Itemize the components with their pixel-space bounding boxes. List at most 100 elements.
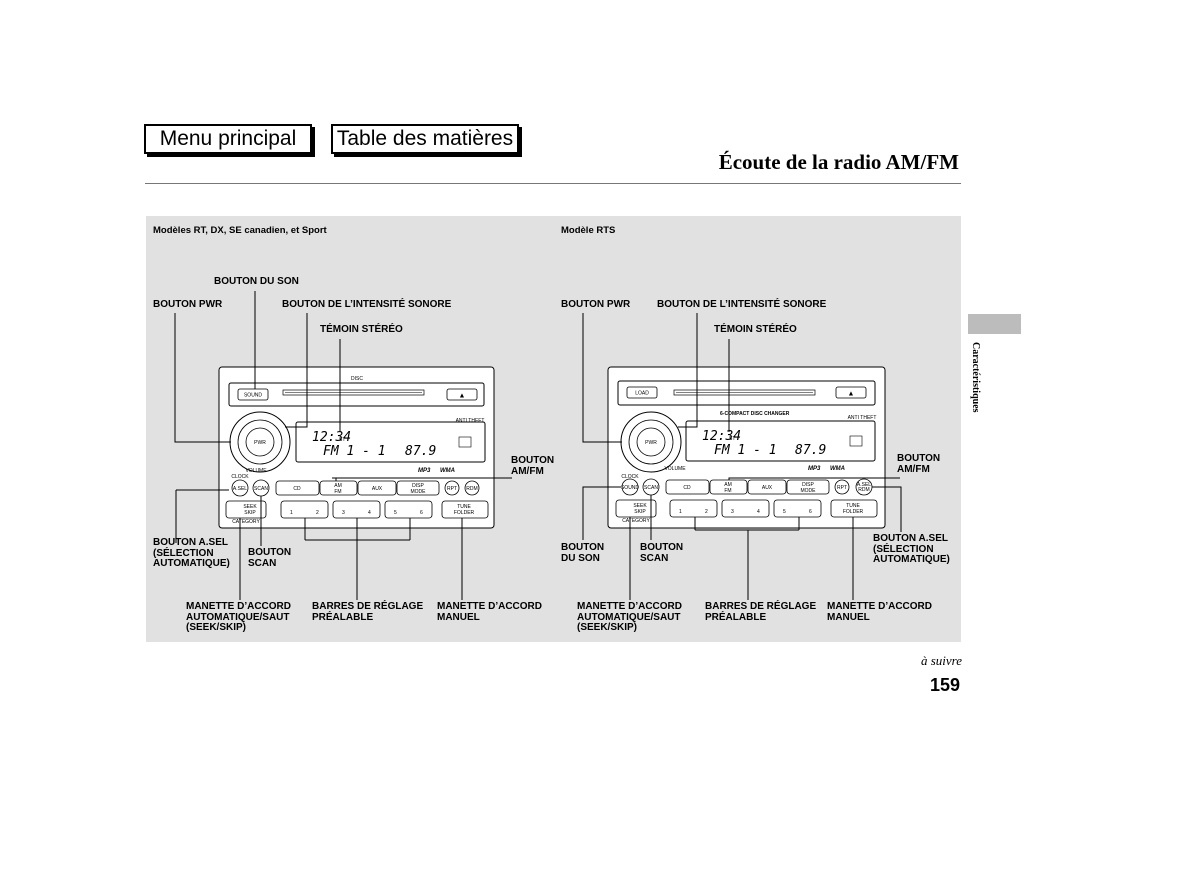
left-wma-logo: WMA [440,468,455,474]
left-disc-label: DISC [351,376,363,382]
table-of-contents-button[interactable]: Table des matières [331,124,519,154]
left-skip-label: SKIP [244,510,256,516]
right-category-label: CATEGORY [622,518,650,524]
right-rpt-button-label: RPT [837,485,847,491]
right-cd-button-label: CD [683,485,691,491]
continued-note: à suivre [920,653,962,668]
right-label-volume: BOUTON DE L’INTENSITÉ SONORE [657,299,827,310]
right-radio-unit: LOAD ▲ 6-COMPACT DISC CHANGER ANTI THEFT… [607,366,886,529]
left-fm-label: FM [334,489,341,495]
right-preset-2: 2 [705,509,708,515]
left-label-bouton-du-son: BOUTON DU SON [214,276,299,287]
left-eject-icon: ▲ [459,393,466,400]
left-display-clock: 12:34 [312,430,351,445]
left-am-label: AM [334,483,342,489]
right-eject-icon: ▲ [848,391,855,398]
left-radio-unit: SOUND DISC ▲ ANTI THEFT PWR VOLUME 12:34… [218,366,495,529]
right-preset-3: 3 [731,509,734,515]
right-display-frequency: 87.9 [795,443,826,458]
right-seek-label: SEEK [633,503,647,509]
right-label-seek: MANETTE D’ACCORD AUTOMATIQUE/SAUT (SEEK/… [577,601,682,633]
left-label-volume: BOUTON DE L’INTENSITÉ SONORE [282,299,452,310]
left-label-temoin-stereo: TÉMOIN STÉRÉO [320,324,403,335]
right-clock-label: CLOCK [621,474,639,480]
left-label-presets: BARRES DE RÉGLAGE PRÉALABLE [312,601,424,623]
right-sound-button-label: SOUND [621,485,639,491]
left-volume-label: VOLUME [245,468,267,474]
right-label-bouton-pwr: BOUTON PWR [561,299,631,310]
left-mode-label: MODE [411,489,427,495]
left-sound-button-label: SOUND [244,393,262,399]
right-display-st: ST [729,436,735,442]
left-rpt-button-label: RPT [447,486,457,492]
right-label-tune: MANETTE D’ACCORD MANUEL [827,601,932,623]
right-fm-label: FM [724,488,731,494]
left-label-bouton-amfm: BOUTON AM/FM [511,455,555,477]
page-number: 159 [929,675,960,695]
right-label-bouton-scan: BOUTON SCAN [640,542,684,564]
left-preset-2: 2 [316,510,319,516]
right-mode-label: MODE [801,488,817,494]
right-changer-label: 6-COMPACT DISC CHANGER [720,411,790,417]
right-disp-label: DISP [802,482,814,488]
right-rdm-button-label: RDM [858,487,869,493]
left-preset-3: 3 [342,510,345,516]
left-category-label: CATEGORY [232,519,260,525]
right-scan-button-label: SCAN [644,485,658,491]
left-cd-icon [458,436,472,448]
right-leader-lines [582,313,902,600]
left-preset-4: 4 [368,510,371,516]
left-preset-5: 5 [394,510,397,516]
right-anti-theft-label: ANTI THEFT [848,415,877,421]
left-clock-label: CLOCK [231,474,249,480]
left-display-st: ST [339,437,345,443]
left-asel-button-label: A.SEL [233,486,247,492]
right-preset-5: 5 [783,509,786,515]
left-leader-lines [174,291,512,600]
left-folder-label: FOLDER [454,510,475,516]
section-tab[interactable] [968,314,1021,334]
right-wma-logo: WMA [830,466,845,472]
right-label-bouton-amfm: BOUTON AM/FM [897,453,941,475]
left-label-seek: MANETTE D’ACCORD AUTOMATIQUE/SAUT (SEEK/… [186,601,291,633]
left-scan-button-label: SCAN [254,486,268,492]
left-figure-heading: Modèles RT, DX, SE canadien, et Sport [153,225,327,236]
main-menu-button[interactable]: Menu principal [144,124,312,154]
right-mp3-logo: MP3 [808,466,821,472]
right-folder-label: FOLDER [843,509,864,515]
left-seek-label: SEEK [243,504,257,510]
left-mp3-logo: MP3 [418,468,431,474]
left-tune-label: TUNE [457,504,471,510]
right-display-clock: 12:34 [702,429,741,444]
right-preset-1: 1 [679,509,682,515]
left-rdm-button-label: RDM [466,486,477,492]
right-label-presets: BARRES DE RÉGLAGE PRÉALABLE [705,601,817,623]
right-asel-button-label: A.SEL [857,482,871,488]
right-label-bouton-asel: BOUTON A.SEL (SÉLECTION AUTOMATIQUE) [873,533,950,565]
right-aux-button-label: AUX [762,485,773,491]
left-aux-button-label: AUX [372,486,383,492]
right-figure-heading: Modèle RTS [561,225,616,236]
left-label-tune: MANETTE D’ACCORD MANUEL [437,601,542,623]
right-preset-4: 4 [757,509,760,515]
right-am-label: AM [724,482,732,488]
right-skip-label: SKIP [634,509,646,515]
left-pwr-label: PWR [254,440,266,446]
left-label-bouton-pwr: BOUTON PWR [153,299,223,310]
left-display-band: FM 1 - 1 [323,444,386,459]
right-label-bouton-du-son: BOUTON DU SON [561,542,605,564]
right-tune-label: TUNE [846,503,860,509]
left-display-frequency: 87.9 [405,444,436,459]
left-preset-6: 6 [420,510,423,516]
page-title: Écoute de la radio AM/FM [718,150,959,174]
section-tab-label: Caractéristiques [970,342,981,413]
right-load-button-label: LOAD [635,391,649,397]
right-label-temoin-stereo: TÉMOIN STÉRÉO [714,324,797,335]
right-cd-icon [849,435,863,447]
left-label-bouton-asel: BOUTON A.SEL (SÉLECTION AUTOMATIQUE) [153,537,230,569]
left-preset-1: 1 [290,510,293,516]
left-label-bouton-scan: BOUTON SCAN [248,547,292,569]
left-disp-label: DISP [412,483,424,489]
right-volume-label: VOLUME [664,466,686,472]
right-preset-6: 6 [809,509,812,515]
